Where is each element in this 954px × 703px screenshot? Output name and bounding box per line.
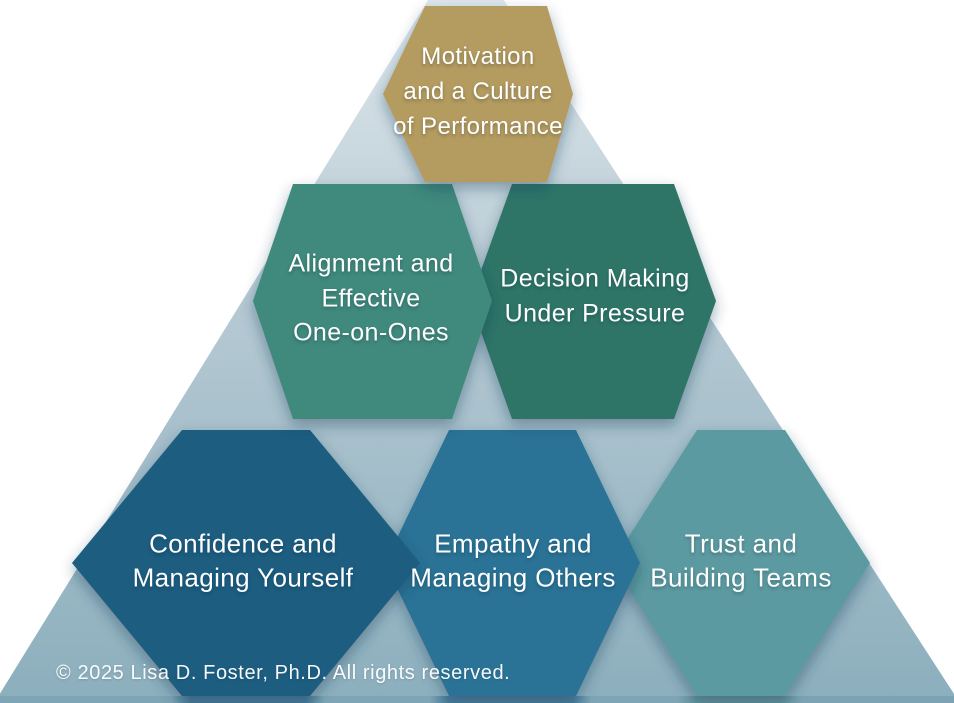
hexagon-alignment	[253, 184, 492, 419]
copyright-text: © 2025 Lisa D. Foster, Ph.D. All rights …	[56, 662, 511, 684]
base-reflection-band	[0, 696, 954, 703]
hexagon-confidence	[72, 430, 420, 696]
hexagon-trust	[612, 430, 870, 696]
hexagon-motivation	[383, 6, 573, 182]
hexagon-decision	[470, 184, 716, 419]
hexagon-empathy	[385, 430, 640, 696]
